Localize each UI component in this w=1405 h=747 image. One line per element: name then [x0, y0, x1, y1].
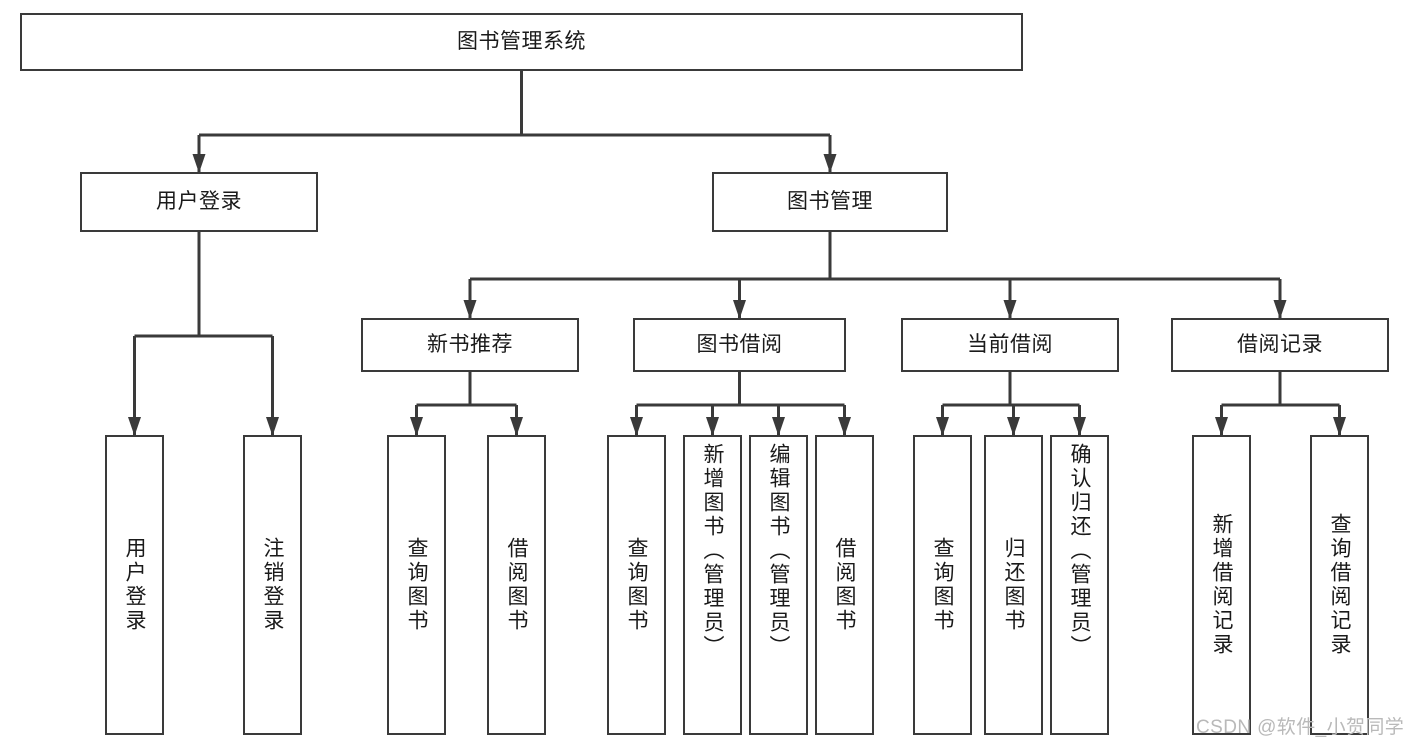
arrowhead-book-borrow: [733, 300, 746, 319]
node-leaf-borrow-book-2: 借阅图书: [815, 435, 874, 735]
arrowhead-leaf-confirm-return: [1073, 417, 1086, 436]
node-label-user-login: 用户登录: [156, 189, 242, 213]
node-leaf-user-login: 用户登录: [105, 435, 164, 735]
node-leaf-query-book-1: 查询图书: [387, 435, 446, 735]
node-label-leaf-add-book: 新增图书（管理员）: [701, 443, 724, 659]
arrowhead-book-manage: [823, 154, 837, 173]
arrowhead-leaf-user-login: [128, 417, 141, 436]
arrowhead-leaf-borrow-book-1: [510, 417, 523, 436]
node-label-leaf-query-book-1: 查询图书: [405, 537, 428, 633]
node-borrow-record: 借阅记录: [1171, 318, 1389, 372]
node-label-root: 图书管理系统: [457, 29, 586, 53]
node-leaf-borrow-book-1: 借阅图书: [487, 435, 546, 735]
node-leaf-query-book-3: 查询图书: [913, 435, 972, 735]
node-leaf-query-record: 查询借阅记录: [1310, 435, 1369, 735]
node-label-leaf-query-record: 查询借阅记录: [1328, 513, 1351, 657]
node-label-borrow-record: 借阅记录: [1237, 332, 1323, 356]
node-leaf-edit-book: 编辑图书（管理员）: [749, 435, 808, 735]
node-label-leaf-return-book: 归还图书: [1002, 537, 1025, 633]
node-user-login: 用户登录: [80, 172, 318, 232]
node-label-leaf-borrow-book-2: 借阅图书: [833, 537, 856, 633]
node-leaf-add-record: 新增借阅记录: [1192, 435, 1251, 735]
node-current-borrow: 当前借阅: [901, 318, 1119, 372]
node-label-leaf-borrow-book-1: 借阅图书: [505, 537, 528, 633]
arrowhead-leaf-query-book-3: [936, 417, 949, 436]
arrowhead-leaf-add-book: [706, 417, 719, 436]
arrowhead-current-borrow: [1003, 300, 1017, 319]
arrowhead-leaf-query-record: [1333, 417, 1346, 436]
node-label-new-book-rec: 新书推荐: [427, 332, 513, 356]
node-book-borrow: 图书借阅: [633, 318, 846, 372]
arrowhead-leaf-add-record: [1215, 417, 1228, 436]
node-root: 图书管理系统: [20, 13, 1023, 71]
node-label-leaf-confirm-return: 确认归还（管理员）: [1068, 443, 1091, 659]
node-label-book-manage: 图书管理: [787, 189, 873, 213]
arrowhead-leaf-user-logout: [266, 417, 279, 436]
node-label-leaf-query-book-2: 查询图书: [625, 537, 648, 633]
node-label-leaf-user-login: 用户登录: [123, 537, 146, 633]
node-label-leaf-edit-book: 编辑图书（管理员）: [767, 443, 790, 659]
arrowhead-new-book-rec: [463, 300, 477, 319]
node-leaf-query-book-2: 查询图书: [607, 435, 666, 735]
node-book-manage: 图书管理: [712, 172, 948, 232]
node-leaf-user-logout: 注销登录: [243, 435, 302, 735]
arrowhead-leaf-borrow-book-2: [838, 417, 851, 436]
node-label-current-borrow: 当前借阅: [967, 332, 1053, 356]
node-leaf-add-book: 新增图书（管理员）: [683, 435, 742, 735]
node-label-leaf-query-book-3: 查询图书: [931, 537, 954, 633]
arrowhead-leaf-query-book-1: [410, 417, 423, 436]
node-leaf-confirm-return: 确认归还（管理员）: [1050, 435, 1109, 735]
arrowhead-borrow-record: [1273, 300, 1287, 319]
node-label-leaf-user-logout: 注销登录: [261, 537, 284, 633]
node-new-book-rec: 新书推荐: [361, 318, 579, 372]
node-leaf-return-book: 归还图书: [984, 435, 1043, 735]
arrowhead-user-login: [192, 154, 206, 173]
arrowhead-leaf-edit-book: [772, 417, 785, 436]
node-label-book-borrow: 图书借阅: [696, 332, 783, 356]
arrowhead-leaf-return-book: [1007, 417, 1020, 436]
arrowhead-leaf-query-book-2: [630, 417, 643, 436]
node-label-leaf-add-record: 新增借阅记录: [1210, 513, 1233, 657]
